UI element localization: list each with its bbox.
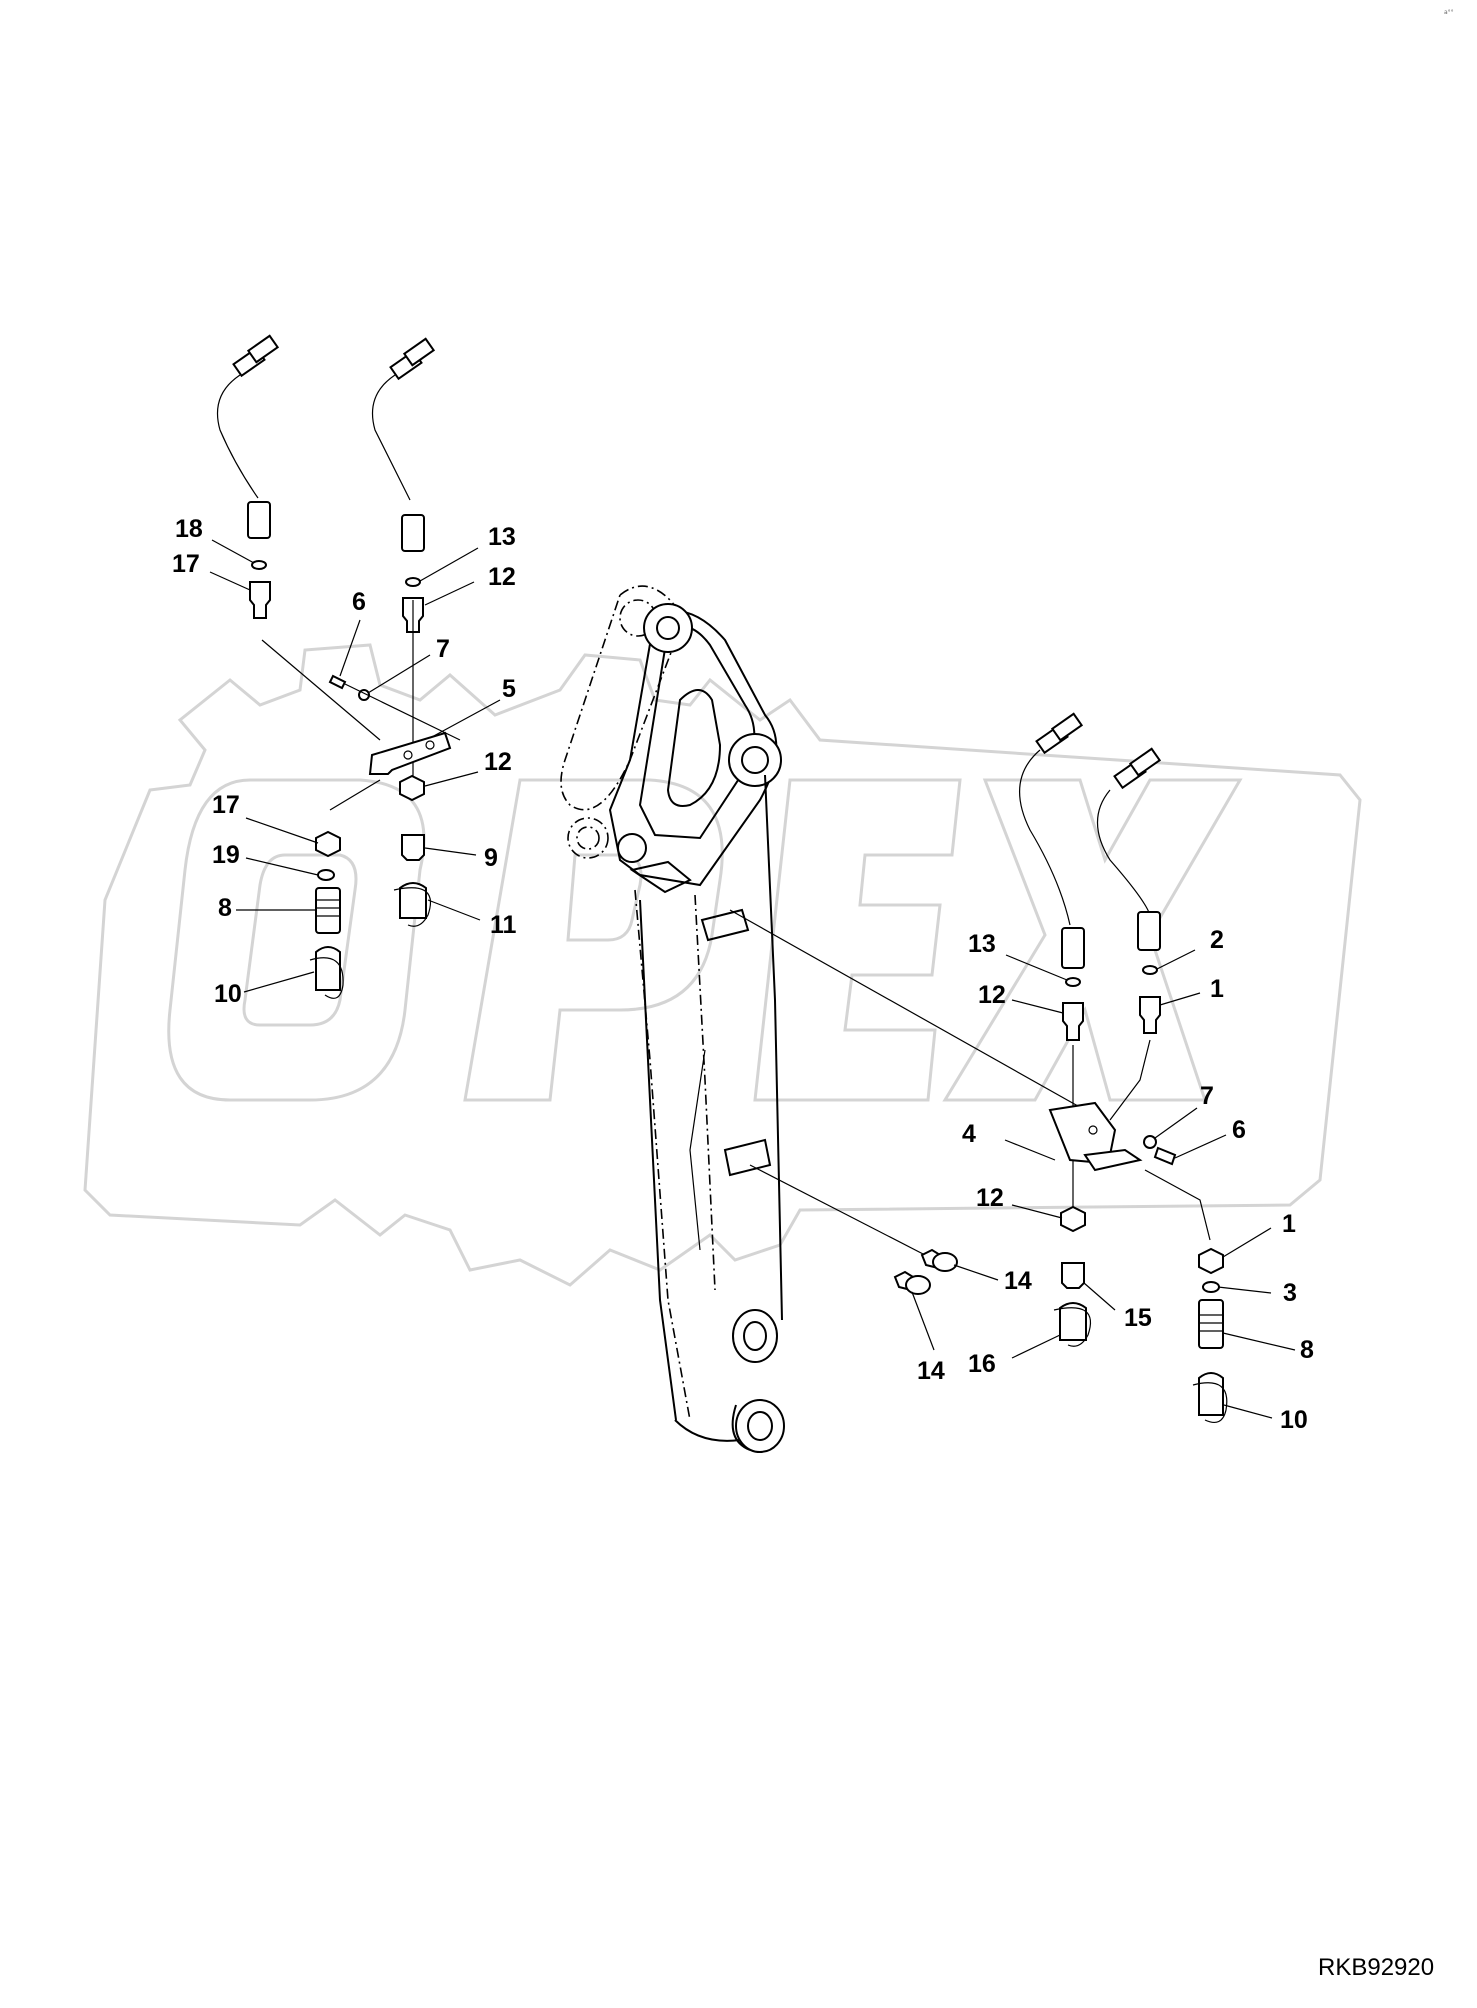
callout-13: 13 (968, 930, 996, 958)
leader-lines (209, 539, 1296, 1419)
callout-1: 1 (1282, 1210, 1296, 1238)
callout-16: 16 (968, 1350, 996, 1378)
callout-6: 6 (352, 588, 366, 616)
callout-10: 10 (214, 980, 242, 1008)
callout-7: 7 (436, 635, 450, 663)
corner-mark: a°° (1444, 9, 1454, 16)
callout-12: 12 (976, 1184, 1004, 1212)
callout-19: 19 (212, 841, 240, 869)
callout-7: 7 (1200, 1082, 1214, 1110)
callout-17: 17 (212, 791, 240, 819)
drawing-code: RKB92920 (1318, 1954, 1434, 1981)
callout-6: 6 (1232, 1116, 1246, 1144)
arm-assembly (560, 585, 785, 1453)
callout-labels: 18 17 13 12 6 7 5 12 17 19 9 8 11 10 13 … (172, 515, 1314, 1434)
callout-5: 5 (502, 675, 516, 703)
callout-3: 3 (1283, 1279, 1297, 1307)
callout-9: 9 (484, 844, 498, 872)
callout-2: 2 (1210, 926, 1224, 954)
callout-17: 17 (172, 550, 200, 578)
callout-13: 13 (488, 523, 516, 551)
callout-14: 14 (1004, 1267, 1032, 1295)
callout-8: 8 (218, 894, 232, 922)
callout-14: 14 (917, 1357, 945, 1385)
callout-4: 4 (962, 1120, 976, 1148)
callout-12: 12 (978, 981, 1006, 1009)
callout-1: 1 (1210, 975, 1224, 1003)
callout-12: 12 (488, 563, 516, 591)
callout-10: 10 (1280, 1406, 1308, 1434)
watermark-logo (83, 643, 1362, 1287)
callout-11: 11 (490, 911, 517, 939)
callout-15: 15 (1124, 1304, 1152, 1332)
callout-8: 8 (1300, 1336, 1314, 1364)
callout-18: 18 (175, 515, 203, 543)
left-sensor-group (216, 334, 461, 999)
right-sensor-group (729, 712, 1228, 1423)
callout-12: 12 (484, 748, 512, 776)
